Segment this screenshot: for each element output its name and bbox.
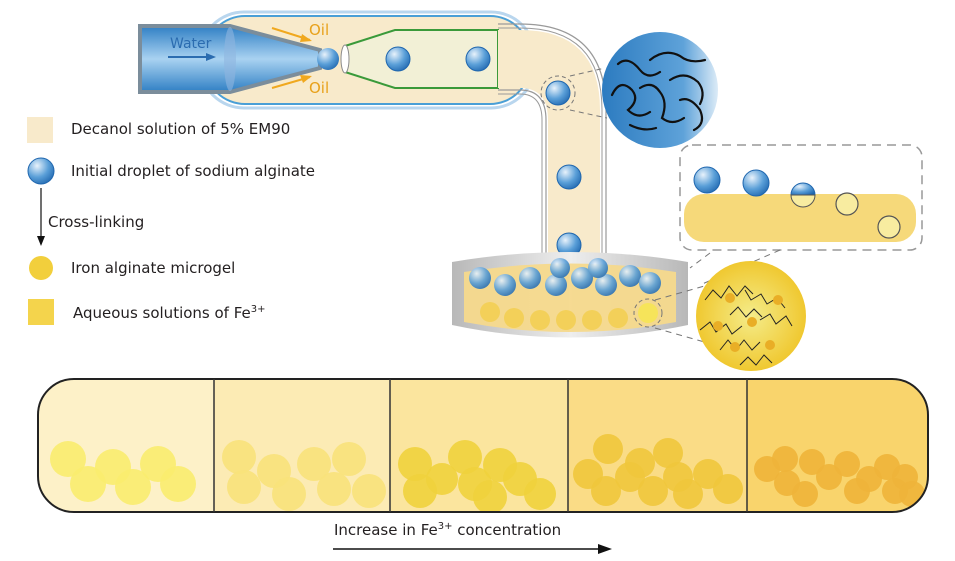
microgel-bead: [473, 480, 507, 512]
microgel-bead: [448, 440, 482, 474]
iron-alginate-microgel-icon: [29, 256, 53, 280]
water-label: Water: [170, 36, 212, 52]
oil-top-label: Oil: [309, 21, 330, 39]
microgel-bead: [317, 472, 351, 506]
droplet-icon: [545, 80, 571, 106]
dish-microgels: [480, 302, 628, 330]
microgel-bead: [398, 447, 432, 481]
zoom-indicator-circle: [540, 75, 576, 111]
microgel-bead: [816, 464, 842, 490]
dish-droplets: [469, 258, 661, 296]
fe3-solution-swatch-icon: [28, 299, 54, 325]
microgel-icon: [877, 215, 901, 239]
concentration-tube: [37, 378, 929, 513]
microgel-bead: [772, 446, 798, 472]
forming-droplet-icon: [317, 48, 339, 70]
legend-item-decanol: Decanol solution of 5% EM90: [71, 120, 291, 138]
cross-linking-label: Cross-linking: [48, 213, 145, 231]
microgel-bead: [227, 470, 261, 504]
droplet-icon: [742, 169, 770, 197]
microgel-bead: [524, 478, 556, 510]
petri-dish: [452, 252, 688, 338]
droplet-icon: [465, 46, 491, 72]
sodium-alginate-droplet-icon: [27, 157, 55, 185]
microgel-bead: [713, 474, 743, 504]
microfluidic-device: [138, 10, 537, 110]
microgel-bead: [673, 479, 703, 509]
alginate-network-inset: [602, 32, 718, 148]
legend-item-iron-alginate: Iron alginate microgel: [71, 259, 236, 277]
legend-item-fe3-solution: Aqueous solutions of Fe3+: [73, 304, 266, 322]
microgel-bead: [272, 477, 306, 511]
concentration-axis-label: Increase in Fe3+ concentration: [334, 521, 562, 539]
droplet-icon: [693, 166, 721, 194]
microgel-bead: [352, 474, 386, 508]
microgel-bead: [591, 476, 621, 506]
microgel-bead: [160, 466, 196, 502]
oil-bottom-label: Oil: [309, 79, 330, 97]
decanol-swatch-icon: [27, 117, 53, 143]
microgel-bead: [332, 442, 366, 476]
droplet-icon: [385, 46, 411, 72]
microgel-bead: [653, 438, 683, 468]
microgel-bead: [834, 451, 860, 477]
microgel-bead: [222, 440, 256, 474]
microgel-icon: [835, 192, 859, 216]
microgel-bead: [115, 469, 151, 505]
microgel-bead: [638, 476, 668, 506]
microgel-bead: [625, 448, 655, 478]
microgel-bead: [799, 449, 825, 475]
microgel-bead: [50, 441, 86, 477]
microgel-bead: [297, 447, 331, 481]
iron-alginate-network-inset: [696, 261, 806, 371]
droplet-icon: [556, 164, 582, 190]
legend-item-sodium-alginate: Initial droplet of sodium alginate: [71, 162, 316, 180]
transport-tube: [498, 23, 607, 262]
microgel-bead: [426, 463, 458, 495]
microgel-bead: [792, 481, 818, 507]
microgel-bead: [899, 481, 925, 507]
microgel-bead: [593, 434, 623, 464]
crosslinking-inset: [679, 144, 923, 251]
